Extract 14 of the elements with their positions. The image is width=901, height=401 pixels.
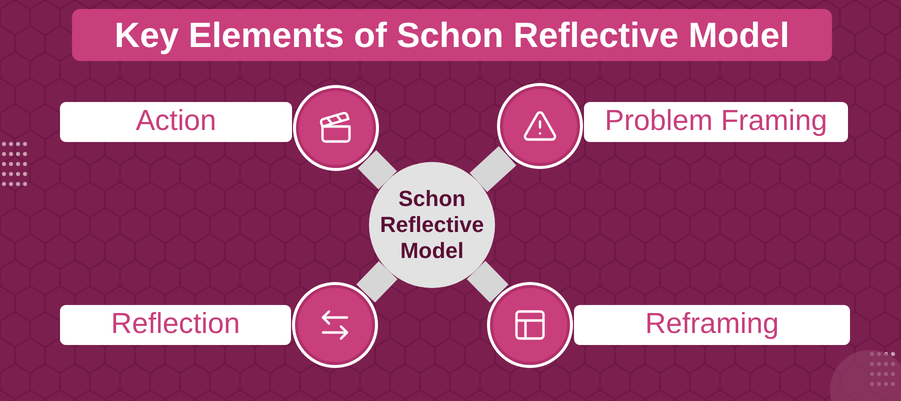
label-text: Problem Framing <box>604 104 828 140</box>
label-text: Reflection <box>111 307 240 342</box>
label-text: Reframing <box>645 307 779 342</box>
connector-bar <box>470 146 516 192</box>
label-bar <box>60 102 292 142</box>
connector-bar <box>356 261 398 302</box>
title: Key Elements of Schon Reflective Model <box>114 18 790 52</box>
connector-bar <box>466 260 508 303</box>
connector-bar <box>358 150 397 190</box>
label-bar <box>60 305 291 345</box>
label-bar <box>584 102 848 142</box>
label-text: Action <box>136 104 216 140</box>
center-text: Schon Reflective Model <box>380 186 484 264</box>
label-bar <box>574 305 850 345</box>
